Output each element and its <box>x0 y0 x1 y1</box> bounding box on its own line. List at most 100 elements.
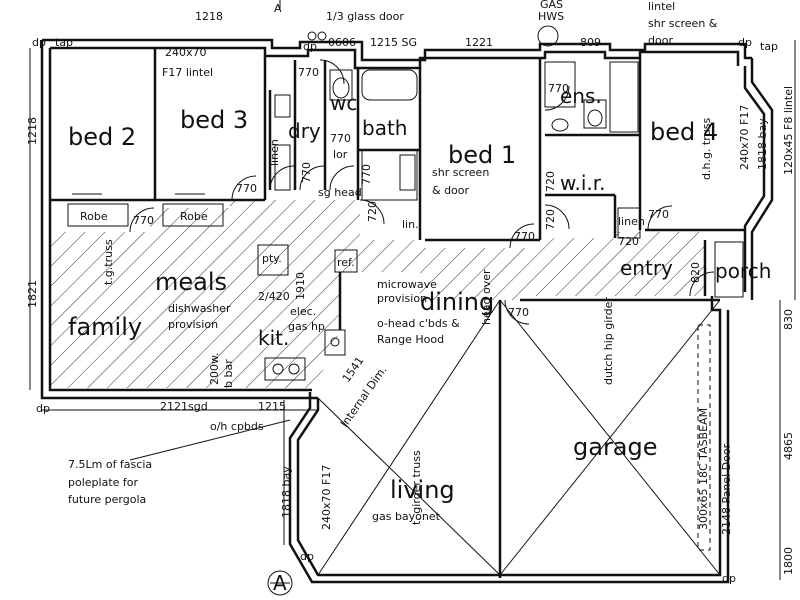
note-dp-3: dp <box>36 402 50 415</box>
note-elec: elec. <box>290 305 316 318</box>
room-kit: kit. <box>258 326 289 350</box>
section-marker-a-bottom: A <box>273 571 287 595</box>
note-gas-hp: gas hp <box>288 320 325 333</box>
dim-1218-top: 1218 <box>195 10 223 23</box>
room-porch: porch <box>715 259 771 283</box>
door-swings <box>129 59 715 325</box>
room-ens: ens. <box>560 84 602 108</box>
room-bed4: bed 4 <box>650 118 718 146</box>
note-dp-2: dp <box>738 36 752 49</box>
dim-809: 809 <box>580 36 601 49</box>
label-linen-1: linen <box>268 139 281 166</box>
note-glass-door: 1/3 glass door <box>326 10 404 23</box>
note-sg-head: sg head <box>318 186 362 199</box>
note-shr-screen-mid: shr screen <box>432 166 489 179</box>
note-f8-lintel: 120x45 F8 lintel <box>782 86 795 175</box>
dim-0606: 0606 <box>328 36 356 49</box>
dim-770-d: 770 <box>330 132 351 145</box>
note-bay-1818: 1818 bay <box>280 466 293 518</box>
room-dining: dining <box>420 288 494 316</box>
dim-1541: 1541 <box>340 354 367 384</box>
fixtures <box>67 25 744 381</box>
note-bay-1818-b: 1818 bay <box>756 118 769 170</box>
note-lintel-bed3: 240x70 <box>165 46 207 59</box>
note-lor: lor <box>333 148 348 161</box>
label-linen-2: linen <box>618 215 645 228</box>
dim-720-c: 720 <box>544 209 557 230</box>
dim-770-c: 770 <box>298 66 319 79</box>
note-bar: b bar <box>222 359 235 388</box>
room-garage: garage <box>573 433 658 461</box>
dim-1221: 1221 <box>465 36 493 49</box>
note-lintel-bed3-b: F17 lintel <box>162 66 213 79</box>
note-oh-cpbds: o/h cpbds <box>210 420 264 433</box>
dim-2420: 2/420 <box>258 290 290 303</box>
note-microwave-b: provision <box>377 292 427 305</box>
note-dutch-hip: dutch hip girder <box>602 297 615 385</box>
note-range-hood: Range Hood <box>377 333 444 346</box>
note-tap-2: tap <box>760 40 778 53</box>
room-wc: wc <box>330 91 357 115</box>
room-family: family <box>68 313 142 341</box>
note-tap-1: tap <box>55 36 73 49</box>
note-dp-1: dp <box>32 36 46 49</box>
dim-770-i: 770 <box>548 82 569 95</box>
dim-1215sg: 1215 SG <box>370 36 417 49</box>
label-robe-1: Robe <box>80 210 108 223</box>
note-f17-bay: 240x70 F17 <box>738 105 751 170</box>
note-gas: GAS <box>540 0 563 11</box>
note-fascia-c: future pergola <box>68 493 146 506</box>
note-shr-screen-mid-b: & door <box>432 184 470 197</box>
note-hws: HWS <box>538 10 564 23</box>
dim-720-a: 720 <box>366 201 379 222</box>
note-tg-truss: t.g.truss <box>102 239 115 285</box>
note-f17-living: 240x70 F17 <box>320 465 333 530</box>
label-ref: ref. <box>337 256 355 269</box>
note-fascia: 7.5Lm of fascia <box>68 458 152 471</box>
dim-770-e: 770 <box>300 162 313 183</box>
garage-door <box>317 299 721 576</box>
room-dry: dry <box>288 119 321 143</box>
room-meals: meals <box>155 268 227 296</box>
note-tasbeam: 300x65 18C TASBEAM <box>697 408 710 530</box>
note-microwave: microwave <box>377 278 437 291</box>
room-bed2: bed 2 <box>68 123 136 151</box>
dim-1218-left: 1218 <box>26 117 39 145</box>
dim-1800: 1800 <box>782 547 795 575</box>
note-gas-bayonet: gas bayonet <box>372 510 441 523</box>
note-shr-screen-top-b: door <box>648 34 673 47</box>
note-shr-screen-top: shr screen & <box>648 17 718 30</box>
note-ohead: o-head c'bds & <box>377 317 460 330</box>
label-lin: lin. <box>402 218 419 231</box>
dimension-lines <box>29 40 796 580</box>
dim-770-a: 770 <box>133 214 154 227</box>
dim-820: 820 <box>689 262 702 283</box>
section-markers <box>267 0 293 596</box>
room-living: living <box>390 476 455 504</box>
note-dp-5: dp <box>722 572 736 585</box>
dim-2121sgd: 2121sgd <box>160 400 208 413</box>
dim-770-g: 770 <box>514 230 535 243</box>
outer-walls <box>40 38 774 584</box>
note-panel-door: 2148 Panel Door <box>720 443 733 535</box>
dim-830: 830 <box>782 309 795 330</box>
room-entry: entry <box>620 256 673 280</box>
note-t-girder: t. girder truss <box>410 450 423 525</box>
dim-770-b: 770 <box>236 182 257 195</box>
hatched-zones <box>50 200 705 388</box>
note-head-over: head over <box>480 269 493 325</box>
room-bed1: bed 1 <box>448 141 516 169</box>
note-lintel-top: lintel <box>648 0 675 13</box>
note-dp-6: dp <box>303 40 317 53</box>
note-sw-wall: 200w. <box>208 353 221 385</box>
note-dishwasher-b: provision <box>168 318 218 331</box>
room-bed3: bed 3 <box>180 106 248 134</box>
section-marker-a-top: A <box>274 2 282 15</box>
dim-1215-bot: 1215 <box>258 400 286 413</box>
dim-720-d: 720 <box>618 235 639 248</box>
label-pty: pty. <box>262 252 282 265</box>
dim-1821: 1821 <box>26 280 39 308</box>
note-dhg-truss: d.h.g. truss <box>700 118 713 180</box>
